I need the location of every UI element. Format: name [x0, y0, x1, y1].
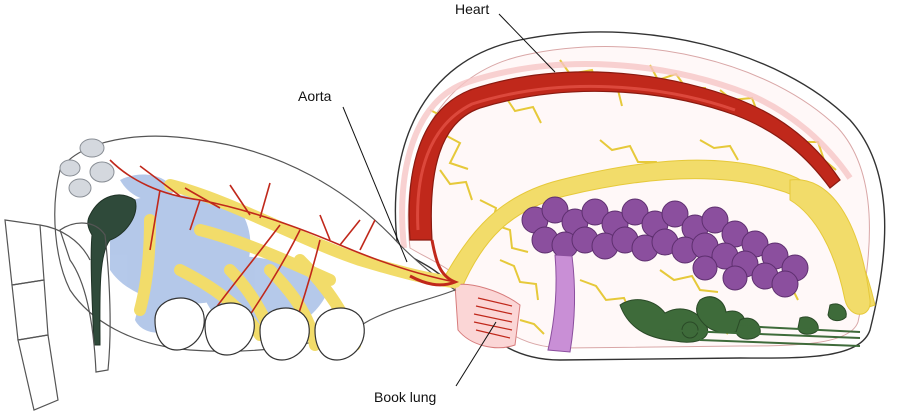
- book-lung-label: Book lung: [374, 389, 436, 405]
- venom-gland: [87, 194, 137, 346]
- aorta-label: Aorta: [298, 88, 332, 104]
- aorta-leader-line: [342, 106, 408, 263]
- cloaca-sac: [789, 179, 871, 315]
- leg-coxae: [154, 297, 365, 361]
- eyes: [59, 138, 115, 198]
- heart-pericardium: [399, 61, 853, 249]
- aorta: [409, 239, 460, 287]
- heart: [408, 71, 841, 241]
- silk-ducts: [659, 325, 861, 347]
- heart-highlight: [416, 84, 736, 231]
- ovary: [521, 196, 809, 298]
- book-lung-leader-line: [455, 321, 497, 387]
- heart-leader-line: [498, 13, 556, 73]
- chelicera: [59, 222, 111, 373]
- pedipalp: [4, 219, 91, 411]
- heart-label: Heart: [455, 1, 489, 17]
- oviduct: [547, 254, 575, 353]
